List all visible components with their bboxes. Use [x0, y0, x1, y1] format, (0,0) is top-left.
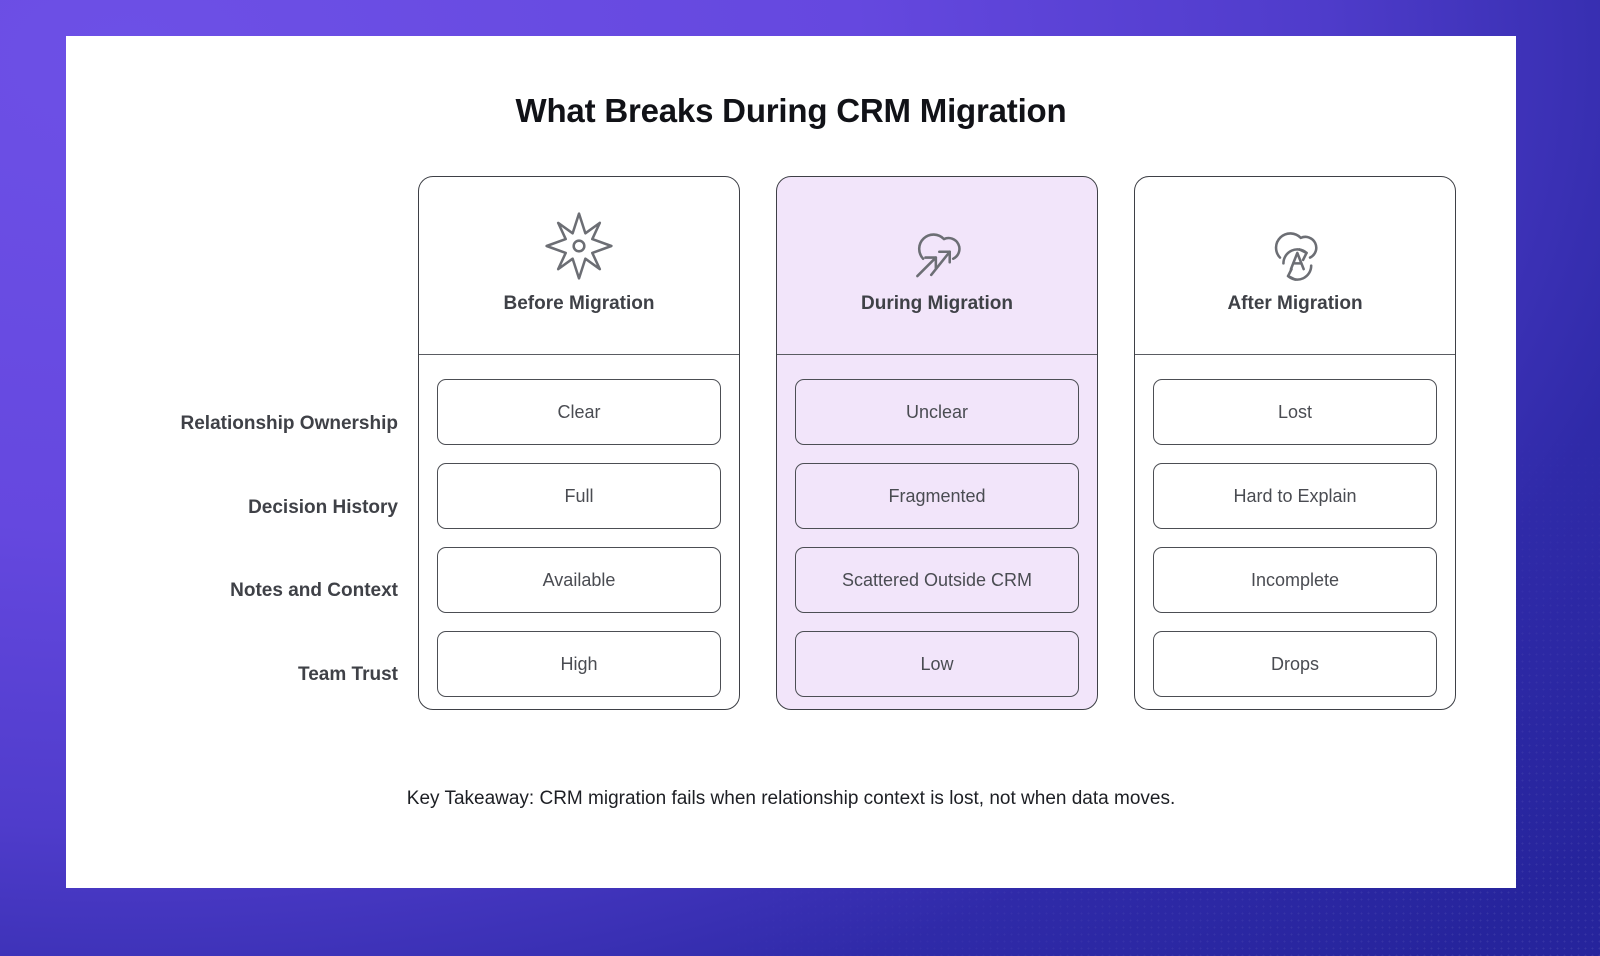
cell-before-decision-history[interactable]: Full [437, 463, 721, 529]
cell-before-notes-and-context[interactable]: Available [437, 547, 721, 613]
cell-during-relationship-ownership[interactable]: Unclear [795, 379, 1079, 445]
cells-after-migration: Lost Hard to Explain Incomplete Drops [1135, 355, 1455, 709]
column-after-migration[interactable]: After Migration Lost Hard to Explain Inc… [1134, 176, 1456, 710]
eight-point-star-icon [545, 212, 613, 280]
cell-before-relationship-ownership[interactable]: Clear [437, 379, 721, 445]
row-label-relationship-ownership: Relationship Ownership [180, 413, 398, 434]
column-title-during-migration: During Migration [861, 293, 1013, 314]
cell-after-notes-and-context[interactable]: Incomplete [1153, 547, 1437, 613]
cell-during-team-trust[interactable]: Low [795, 631, 1079, 697]
cloud-upload-arrows-icon [916, 233, 961, 278]
column-title-after-migration: After Migration [1227, 293, 1363, 314]
cell-after-team-trust[interactable]: Drops [1153, 631, 1437, 697]
cell-before-team-trust[interactable]: High [437, 631, 721, 697]
cell-after-decision-history[interactable]: Hard to Explain [1153, 463, 1437, 529]
page-title: What Breaks During CRM Migration [515, 92, 1067, 129]
row-label-notes-and-context: Notes and Context [230, 580, 398, 601]
column-header-before-migration: Before Migration [419, 177, 739, 355]
cells-during-migration: Unclear Fragmented Scattered Outside CRM… [777, 355, 1097, 709]
cell-during-decision-history[interactable]: Fragmented [795, 463, 1079, 529]
column-header-after-migration: After Migration [1135, 177, 1455, 355]
column-before-migration[interactable]: Before Migration Clear Full Available Hi… [418, 176, 740, 710]
row-label-decision-history: Decision History [248, 497, 398, 518]
key-takeaway-text: Key Takeaway: CRM migration fails when r… [406, 788, 1176, 809]
infographic-card: What Breaks During CRM Migration Relatio… [66, 36, 1516, 888]
cell-during-notes-and-context[interactable]: Scattered Outside CRM [795, 547, 1079, 613]
cell-after-relationship-ownership[interactable]: Lost [1153, 379, 1437, 445]
row-label-team-trust: Team Trust [298, 664, 398, 685]
comparison-matrix: Relationship Ownership Decision History … [66, 176, 1516, 716]
cells-before-migration: Clear Full Available High [419, 355, 739, 709]
cloud-sync-a-icon [1274, 232, 1318, 281]
column-header-during-migration: During Migration [777, 177, 1097, 355]
row-label-column: Relationship Ownership Decision History … [66, 176, 418, 716]
column-title-before-migration: Before Migration [503, 293, 655, 314]
column-during-migration[interactable]: During Migration Unclear Fragmented Scat… [776, 176, 1098, 710]
